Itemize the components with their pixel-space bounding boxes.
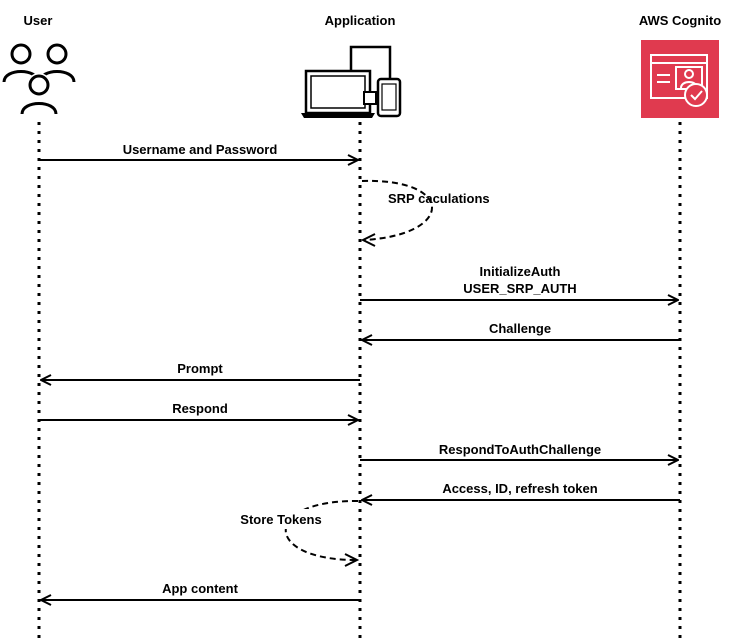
message-label-challenge: Challenge xyxy=(489,321,551,336)
self-loop-store-tokens xyxy=(284,499,359,561)
message-label-store-tokens: Store Tokens xyxy=(240,512,321,527)
message-label-credentials: Username and Password xyxy=(123,142,278,157)
participant-cognito-label: AWS Cognito xyxy=(639,13,721,28)
laptop-tablet-phone-icon xyxy=(301,45,402,118)
message-label-tokens: Access, ID, refresh token xyxy=(442,481,597,496)
message-label-initialize-auth: InitializeAuth xyxy=(480,264,561,279)
participant-user-label: User xyxy=(24,13,53,28)
message-label-user-srp-auth: USER_SRP_AUTH xyxy=(463,281,576,296)
participant-application-label: Application xyxy=(325,13,396,28)
message-label-app-content: App content xyxy=(162,581,238,596)
self-loop-srp xyxy=(361,179,433,241)
cognito-identity-card-icon xyxy=(641,40,719,118)
users-group-icon xyxy=(2,43,76,118)
message-label-respond-to-auth-challenge: RespondToAuthChallenge xyxy=(439,442,601,457)
message-label-respond: Respond xyxy=(172,401,228,416)
message-label-prompt: Prompt xyxy=(177,361,223,376)
message-label-srp: SRP caculations xyxy=(388,191,490,206)
